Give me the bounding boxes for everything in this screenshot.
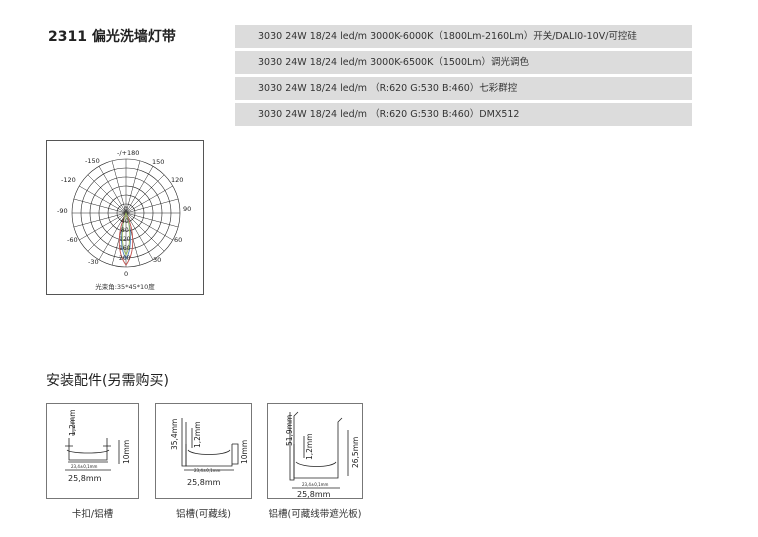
angle-label-r120: 120 xyxy=(171,176,183,184)
radial-label: 160 xyxy=(119,245,131,252)
distribution-curve-red xyxy=(118,211,134,266)
radial-label: 40 xyxy=(121,218,129,225)
angle-label-l60: -60 xyxy=(67,236,78,244)
radial-label: 0 xyxy=(124,206,128,213)
accessory-clip-drawing: 1,2mm 10mm 23,4±0,1mm 25,8mm xyxy=(46,403,139,499)
dim-inner: 23,4±0,1mm xyxy=(71,464,98,469)
dim-bottom: 25,8mm xyxy=(297,490,331,499)
polar-ray xyxy=(79,185,127,214)
polar-ray xyxy=(87,212,127,252)
accessories-title: 安装配件(另需购买) xyxy=(46,373,169,389)
polar-diagram: -/+180 -150 150 -120 120 -90 90 -60 60 -… xyxy=(46,140,204,295)
angle-label-bottom: 0 xyxy=(124,270,128,278)
dim-right: 10mm xyxy=(122,440,131,464)
angle-label-tr150: 150 xyxy=(152,158,164,166)
polar-ray xyxy=(125,212,179,228)
angle-label-r30: 30 xyxy=(153,256,161,264)
dim-right: 26,5mm xyxy=(351,437,360,468)
polar-ray xyxy=(125,212,154,260)
angle-label-top: -/+180 xyxy=(117,149,139,157)
polar-ray xyxy=(125,185,173,214)
polar-ray xyxy=(73,198,127,214)
dim-inner: 23,4±0,1mm xyxy=(194,468,221,473)
radial-label: 200 xyxy=(119,255,131,262)
polar-ray xyxy=(125,160,141,214)
distribution-curve-green xyxy=(121,211,131,257)
polar-chart: -/+180 -150 150 -120 120 -90 90 -60 60 -… xyxy=(57,149,191,278)
dim-top: 1,2mm xyxy=(305,433,314,460)
dim-bottom: 25,8mm xyxy=(68,474,102,483)
dim-top: 1,2mm xyxy=(193,421,202,448)
spec-row: 3030 24W 18/24 led/m 3000K-6500K（1500Lm）… xyxy=(235,51,692,74)
angle-label-r90: 90 xyxy=(183,205,191,213)
spec-row: 3030 24W 18/24 led/m 3000K-6000K（1800Lm-… xyxy=(235,25,692,48)
dim-left: 51,9mm xyxy=(285,415,294,446)
polar-ray xyxy=(98,212,127,260)
accessory-caption: 铝槽(可藏线) xyxy=(176,509,231,520)
polar-ray xyxy=(98,166,127,214)
polar-ray xyxy=(125,212,165,252)
angle-label-l120: -120 xyxy=(61,176,76,184)
product-title: 2311 偏光洗墙灯带 xyxy=(48,29,176,45)
accessory-caption: 铝槽(可藏线带遮光板) xyxy=(268,509,362,520)
polar-ray xyxy=(125,174,165,214)
accessory-caption: 卡扣/铝槽 xyxy=(71,509,114,520)
radial-label: 120 xyxy=(119,236,131,243)
polar-ray xyxy=(87,174,127,214)
polar-ray xyxy=(79,212,127,241)
angle-label-r60: 60 xyxy=(174,236,182,244)
angle-label-tl150: -150 xyxy=(85,157,100,165)
polar-ray xyxy=(125,212,173,241)
radial-label: 80 xyxy=(121,227,129,234)
polar-ray xyxy=(125,166,154,214)
dim-top: 1,2mm xyxy=(68,409,77,436)
spec-row: 3030 24W 18/24 led/m （R:620 G:530 B:460）… xyxy=(235,77,692,100)
dim-inner: 23,4±0,1mm xyxy=(302,482,329,487)
polar-ray xyxy=(125,198,179,214)
accessory-channel-drawing: 35,4mm 1,2mm 10mm 23,4±0,1mm 25,8mm xyxy=(155,403,252,499)
dim-bottom: 25,8mm xyxy=(187,478,221,487)
beam-angle-caption: 光束角:35*45*10度 xyxy=(95,283,155,291)
angle-label-l30: -30 xyxy=(88,258,99,266)
spec-table: 3030 24W 18/24 led/m 3000K-6000K（1800Lm-… xyxy=(235,25,692,129)
spec-row: 3030 24W 18/24 led/m （R:620 G:530 B:460）… xyxy=(235,103,692,126)
polar-ray xyxy=(111,160,127,214)
dim-right: 10mm xyxy=(240,440,249,464)
accessory-shield-channel-drawing: 51,9mm 1,2mm 26,5mm 23,4±0,1mm 25,8mm xyxy=(267,403,363,499)
dim-left: 35,4mm xyxy=(170,419,179,450)
polar-ray xyxy=(73,212,127,228)
angle-label-l90: -90 xyxy=(57,207,68,215)
